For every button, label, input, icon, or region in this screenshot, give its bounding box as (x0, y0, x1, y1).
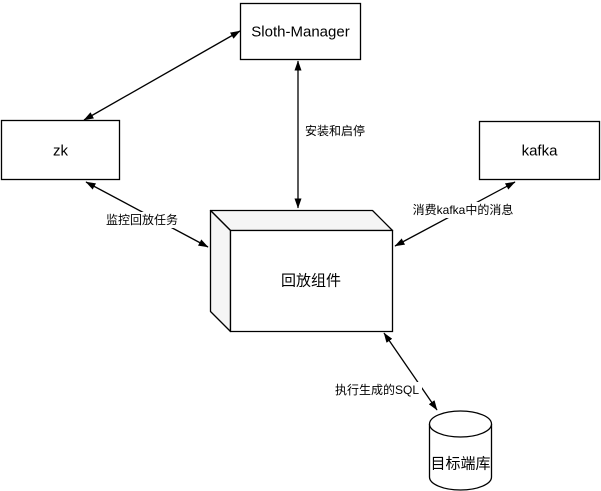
replay-component-label: 回放组件 (281, 273, 341, 290)
edge-label-monitor-replay-tasks: 监控回放任务 (104, 212, 181, 228)
target-db-label: 目标端库 (430, 456, 490, 473)
kafka-label: kafka (522, 143, 559, 160)
sloth-manager-box (239, 2, 362, 61)
node-zk: zk (0, 119, 121, 181)
edge-label-text: 安装和启停 (305, 123, 365, 138)
node-replay-component: 回放组件 (209, 209, 394, 333)
edge-label-bg (104, 212, 181, 228)
kafka-box (478, 120, 601, 181)
edge-label-bg (333, 382, 422, 398)
edge-label-execute-generated-sql: 执行生成的SQL (333, 382, 422, 398)
zk-label: zk (53, 143, 69, 160)
edge-label-install-start-stop: 安装和启停 (301, 122, 369, 139)
edge-replay-component-target-db (383, 332, 438, 411)
cylinder-top (428, 410, 493, 438)
cylinder-body (428, 424, 493, 491)
node-sloth-manager: Sloth-Manager (239, 2, 362, 61)
edge-zk-sloth-manager (83, 30, 241, 121)
edge-label-text: 消费kafka中的消息 (413, 202, 514, 217)
cube-top-face (209, 209, 394, 232)
node-target-db: 目标端库 (428, 410, 493, 491)
cube-front-face (229, 229, 394, 333)
edge-label-bg (407, 202, 519, 218)
edge-label-text: 监控回放任务 (106, 212, 178, 227)
sloth-manager-label: Sloth-Manager (251, 24, 349, 41)
edge-label-text: 执行生成的SQL (335, 382, 419, 397)
zk-box (0, 119, 121, 181)
cube-left-face (209, 209, 232, 333)
edge-label-bg (301, 122, 369, 139)
edge-label-consume-kafka-messages: 消费kafka中的消息 (407, 202, 519, 218)
node-kafka: kafka (478, 120, 601, 181)
